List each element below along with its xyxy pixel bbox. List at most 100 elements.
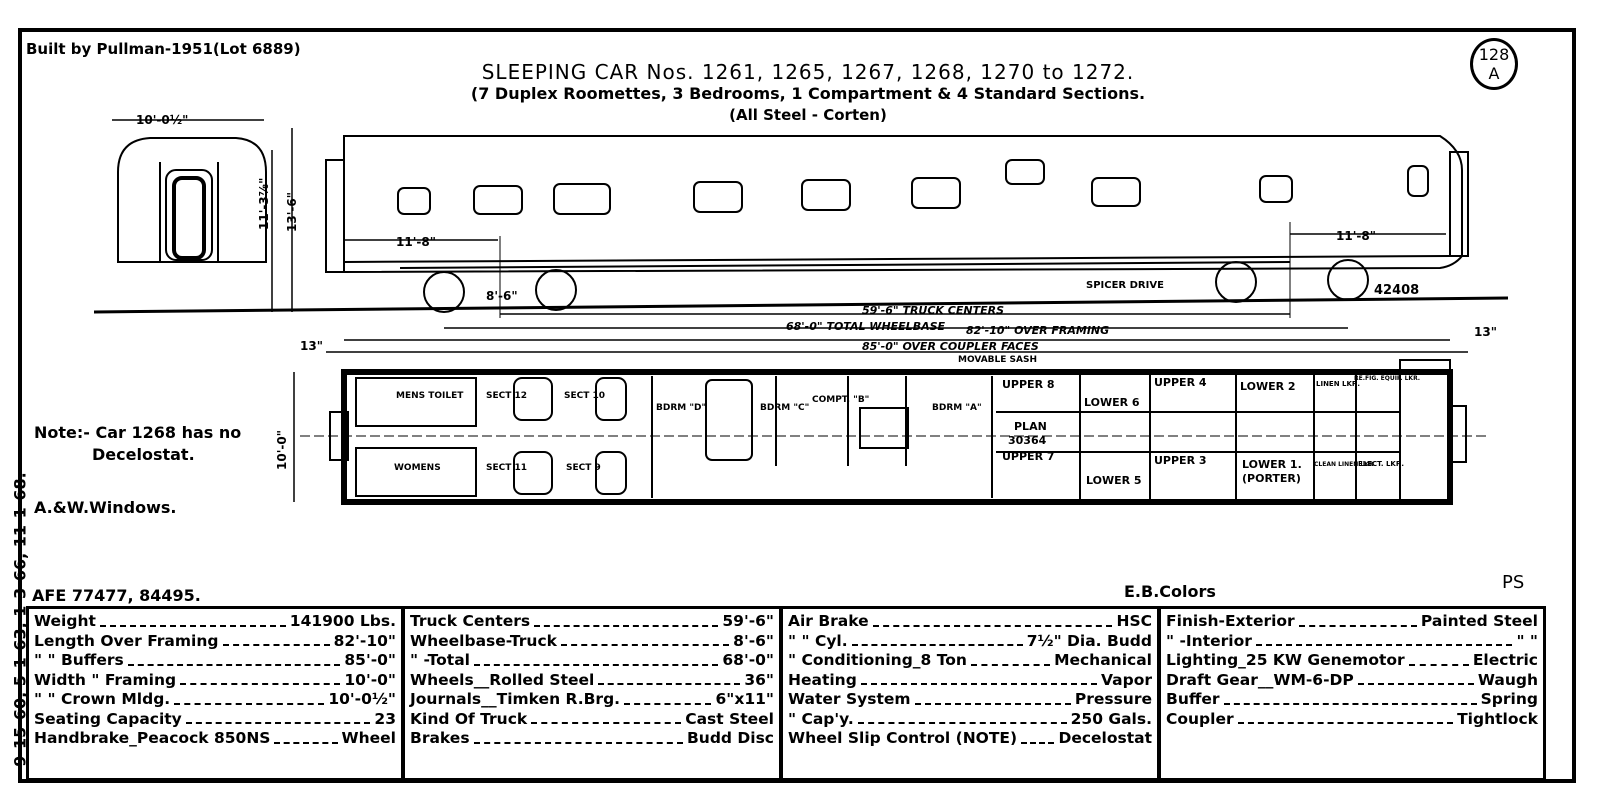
section-seat bbox=[513, 377, 553, 421]
spec-label: Journals__Timken R.Brg. bbox=[410, 690, 621, 708]
car-body-side bbox=[343, 135, 1463, 274]
room-upper-8: UPPER 8 bbox=[1002, 378, 1055, 391]
spec-value: Pressure bbox=[1074, 690, 1152, 708]
note-block: Note:- Car 1268 has no Decelostat. bbox=[34, 422, 241, 466]
spec-label: " -Interior bbox=[1166, 631, 1252, 650]
end-left-dim: 13" bbox=[300, 339, 323, 353]
spec-value: 59'-6" bbox=[722, 612, 774, 630]
spec-label: Lighting_25 KW Genemotor bbox=[1166, 651, 1405, 669]
spec-label: Coupler bbox=[1166, 709, 1234, 728]
room-womens: WOMENS bbox=[394, 463, 441, 473]
spec-label: Wheels__Rolled Steel bbox=[410, 670, 595, 689]
spec-label: Seating Capacity bbox=[34, 709, 182, 728]
window bbox=[473, 185, 523, 215]
ps-mark: PS bbox=[1502, 572, 1525, 593]
room-sect-12: SECT 12 bbox=[486, 391, 527, 401]
spec-value: Painted Steel bbox=[1420, 612, 1538, 630]
window bbox=[1005, 159, 1045, 185]
bedroom-seat bbox=[705, 379, 753, 461]
plan-left-diaphragm bbox=[329, 411, 349, 461]
plan-width-dim: 10'-0" bbox=[275, 430, 289, 470]
spec-label: Draft Gear__WM-6-DP bbox=[1166, 670, 1354, 689]
spec-value: Waugh bbox=[1477, 670, 1538, 689]
note-line-2: Decelostat. bbox=[92, 445, 195, 464]
room-refrig-locker: RE.FIG. EQUIP. LKR. bbox=[1354, 375, 1420, 382]
end-width-dim: 10'-0½" bbox=[136, 113, 188, 127]
spec-value: 36" bbox=[744, 670, 774, 689]
car-serial-number: 42408 bbox=[1374, 283, 1419, 298]
drawing-subtitle: (7 Duplex Roomettes, 3 Bedrooms, 1 Compa… bbox=[470, 84, 1146, 103]
room-sect-11: SECT 11 bbox=[486, 463, 527, 473]
room-elect-locker: ELECT. LKR. bbox=[1358, 460, 1404, 468]
truck-wheelbase-dim: 8'-6" bbox=[486, 289, 518, 303]
spec-label: Kind Of Truck bbox=[410, 709, 528, 728]
rail-line bbox=[93, 296, 1509, 314]
spec-value: HSC bbox=[1116, 612, 1152, 630]
spec-label: Weight bbox=[34, 612, 96, 630]
height-dim-1: 11'-3⅞" bbox=[257, 178, 271, 230]
spec-value: 85'-0" bbox=[344, 651, 396, 669]
spec-value: Vapor bbox=[1101, 670, 1152, 689]
room-upper-4: UPPER 4 bbox=[1154, 376, 1207, 389]
spec-value: Tightlock bbox=[1457, 709, 1538, 728]
spec-label: Air Brake bbox=[788, 612, 869, 630]
over-couplers-dim: 85'-0" OVER COUPLER FACES bbox=[862, 340, 1039, 353]
right-diaphragm bbox=[1449, 151, 1469, 257]
spec-value: Budd Disc bbox=[686, 729, 774, 747]
spec-value: 8'-6" bbox=[733, 631, 774, 650]
room-mens-toilet: MENS TOILET bbox=[396, 391, 464, 401]
spec-label: Finish-Exterior bbox=[1166, 612, 1295, 630]
drawing-frame bbox=[18, 28, 1576, 783]
wheel bbox=[1215, 261, 1257, 303]
window bbox=[1259, 175, 1293, 203]
spec-label: Heating bbox=[788, 670, 857, 689]
plan-right-diaphragm bbox=[1449, 405, 1467, 463]
room-sect-9: SECT 9 bbox=[566, 463, 601, 473]
end-right-dim: 13" bbox=[1474, 325, 1497, 339]
spec-label: Wheel Slip Control (NOTE) bbox=[788, 729, 1018, 747]
height-dim-2: 13'-6" bbox=[285, 192, 299, 232]
spec-value: 10'-0" bbox=[344, 670, 396, 689]
diagram-number-badge: 128 A bbox=[1470, 38, 1518, 90]
room-bedroom-a: BDRM "A" bbox=[932, 403, 982, 413]
spec-value: 250 Gals. bbox=[1070, 709, 1152, 728]
afe-numbers: AFE 77477, 84495. bbox=[32, 586, 201, 605]
room-bedroom-c: BDRM "C" bbox=[760, 403, 809, 413]
spicer-drive-label: SPICER DRIVE bbox=[1086, 280, 1164, 291]
spec-value: Spring bbox=[1480, 690, 1538, 708]
over-framing-dim: 82'-10" OVER FRAMING bbox=[966, 324, 1109, 337]
room-lower-2: LOWER 2 bbox=[1240, 380, 1296, 393]
end-view-outline bbox=[117, 137, 267, 263]
note-line-1: Note:- Car 1268 has no bbox=[34, 423, 242, 442]
spec-value: Wheel bbox=[341, 729, 396, 747]
movable-sash-label: MOVABLE SASH bbox=[958, 355, 1037, 365]
compartment-annex bbox=[859, 407, 909, 449]
truck-centers-dim: 59'-6" TRUCK CENTERS bbox=[862, 304, 1004, 317]
room-compartment-b: COMPT. "B" bbox=[812, 395, 869, 405]
spec-label: " " Cyl. bbox=[788, 631, 848, 650]
room-lower-5: LOWER 5 bbox=[1086, 474, 1142, 487]
window bbox=[553, 183, 611, 215]
total-wheelbase-dim: 68'-0" TOTAL WHEELBASE bbox=[786, 320, 946, 333]
spec-label: Handbrake_Peacock 850NS bbox=[34, 729, 271, 747]
spec-value: 82'-10" bbox=[333, 631, 396, 650]
wheel bbox=[535, 269, 577, 311]
left-diaphragm bbox=[325, 159, 345, 273]
overhang-right-dim: 11'-8" bbox=[1336, 229, 1376, 243]
spec-label: " -Total bbox=[410, 651, 470, 669]
room-lower-6: LOWER 6 bbox=[1084, 396, 1140, 409]
spec-value: Electric bbox=[1472, 651, 1538, 669]
spec-value: Decelostat bbox=[1058, 729, 1152, 747]
spec-label: Brakes bbox=[410, 729, 470, 747]
spec-label: Buffer bbox=[1166, 690, 1220, 708]
spec-value: Cast Steel bbox=[685, 709, 774, 728]
spec-label: Water System bbox=[788, 690, 911, 708]
badge-number: 128 bbox=[1478, 45, 1510, 64]
room-porter: (PORTER) bbox=[1242, 472, 1301, 485]
spec-label: Width " Framing bbox=[34, 670, 177, 689]
spec-value: 10'-0½" bbox=[328, 690, 396, 708]
plan-label: PLAN bbox=[1014, 420, 1047, 433]
spec-value: 23 bbox=[374, 709, 396, 728]
